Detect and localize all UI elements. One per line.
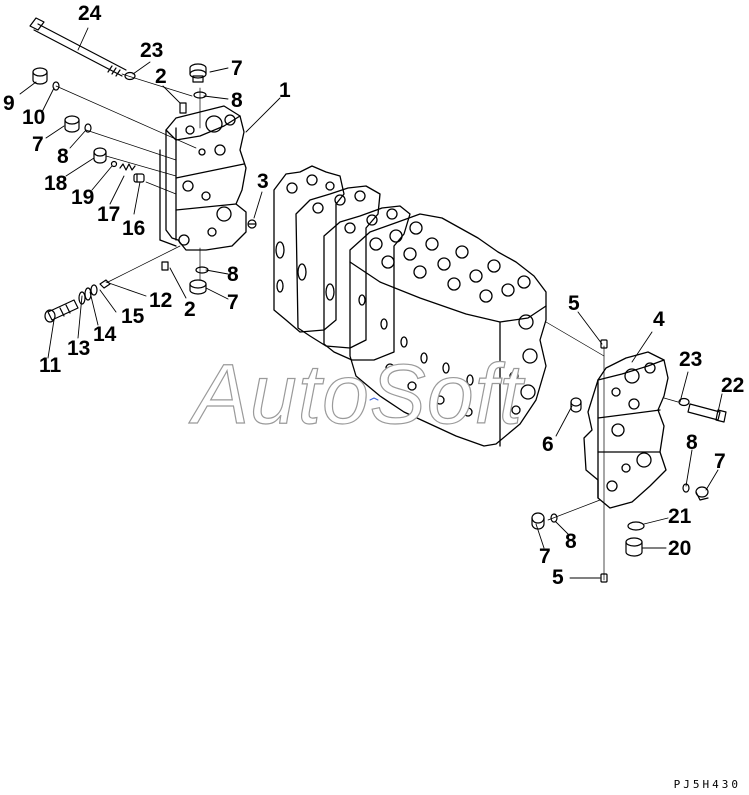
callout-2: 2 — [184, 298, 196, 321]
drawing-code: PJ5H430 — [673, 778, 741, 791]
callout-20: 20 — [668, 537, 692, 560]
callout-9: 9 — [3, 92, 15, 115]
part-15-oring — [90, 284, 98, 296]
callout-8: 8 — [231, 89, 243, 112]
part-9-plug — [32, 67, 48, 85]
valve-section-3 — [323, 205, 411, 361]
callout-12: 12 — [149, 289, 173, 312]
callout-10: 10 — [22, 106, 46, 129]
part-8-oring-top — [193, 91, 207, 99]
part-10-oring — [52, 81, 60, 91]
callout-7: 7 — [539, 545, 551, 568]
callout-5: 5 — [552, 566, 564, 589]
part-8-oring-mid — [195, 266, 209, 274]
center-marker — [369, 397, 379, 401]
part-3-screw — [247, 219, 257, 229]
part-4-end-cover-right — [583, 351, 669, 509]
part-23-washer — [124, 71, 136, 81]
part-8-oring-left — [84, 123, 92, 133]
part-7-plug-right — [695, 486, 709, 501]
callout-22: 22 — [721, 374, 745, 397]
part-6-plug — [570, 397, 582, 413]
callout-1: 1 — [279, 79, 291, 102]
part-11-relief-valve — [44, 299, 79, 323]
part-7-plug-lower — [531, 512, 545, 530]
part-8-oring-lower — [550, 513, 558, 523]
part-20-plug — [625, 537, 643, 557]
part-5-plug-lower — [600, 573, 608, 583]
watermark: AutoSoft — [192, 347, 524, 441]
part-22-bolt — [687, 403, 727, 423]
callout-8: 8 — [57, 145, 69, 168]
part-2-small-plug-top — [179, 102, 187, 114]
callout-8: 8 — [565, 530, 577, 553]
callout-14: 14 — [93, 323, 117, 346]
part-8-oring-right — [682, 483, 690, 493]
callout-7: 7 — [714, 450, 726, 473]
callout-23: 23 — [679, 348, 703, 371]
callout-2: 2 — [155, 65, 167, 88]
callout-19: 19 — [71, 186, 95, 209]
part-17-spring — [119, 163, 136, 171]
callout-15: 15 — [121, 305, 145, 328]
assembly-lines — [55, 73, 679, 581]
part-19-ball — [110, 160, 118, 168]
part-1-end-cover-left — [159, 105, 247, 251]
part-24-tie-bolt — [29, 17, 127, 77]
callout-23: 23 — [140, 39, 164, 62]
callout-11: 11 — [39, 354, 62, 377]
callout-7: 7 — [231, 57, 243, 80]
part-2-small-plug-bottom — [161, 261, 169, 271]
part-12-poppet — [99, 279, 111, 289]
callout-7: 7 — [227, 291, 239, 314]
callout-8: 8 — [686, 431, 698, 454]
valve-section-1 — [273, 165, 345, 333]
callout-21: 21 — [668, 505, 692, 528]
valve-section-2 — [295, 185, 381, 349]
leader-lines — [19, 27, 723, 579]
part-7-plug-left — [64, 115, 80, 133]
part-7-plug-top — [189, 63, 207, 83]
callout-8: 8 — [227, 263, 239, 286]
part-16-plug — [133, 173, 145, 183]
callout-13: 13 — [67, 337, 91, 360]
callout-3: 3 — [257, 170, 269, 193]
part-14-backup-ring — [84, 287, 92, 301]
callout-24: 24 — [78, 2, 102, 25]
part-13-oring — [78, 291, 86, 305]
part-7-plug-mid — [189, 279, 207, 295]
callout-16: 16 — [122, 217, 146, 240]
callout-6: 6 — [542, 433, 554, 456]
callout-18: 18 — [44, 172, 68, 195]
callout-4: 4 — [653, 308, 665, 331]
callout-17: 17 — [97, 203, 121, 226]
part-21-oring — [627, 521, 645, 531]
valve-section-main — [349, 213, 547, 447]
part-18-plug — [93, 147, 107, 164]
callout-7: 7 — [32, 133, 44, 156]
callout-5: 5 — [568, 292, 580, 315]
part-23-washer-right — [678, 397, 690, 407]
part-5-plug-upper — [600, 339, 608, 349]
